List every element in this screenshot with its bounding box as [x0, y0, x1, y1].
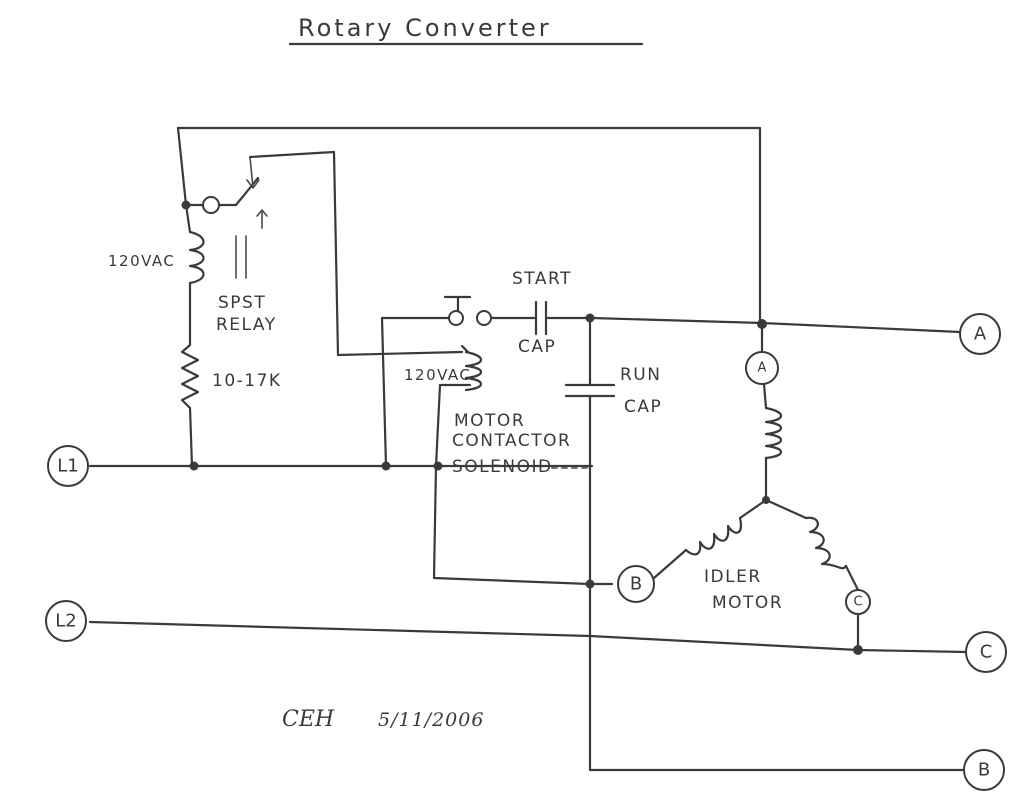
- diagram-title: Rotary Converter: [298, 14, 552, 42]
- svg-text:B: B: [630, 574, 642, 595]
- relay-name-line2: RELAY: [216, 315, 277, 335]
- relay-isolation-lines: [235, 235, 247, 279]
- contactor-line1: MOTOR: [454, 411, 525, 431]
- idler-motor-line2: MOTOR: [712, 593, 783, 613]
- svg-text:L2: L2: [55, 611, 76, 632]
- idler-winding-a: [764, 406, 783, 460]
- terminal-l1: L1: [47, 445, 89, 487]
- motor-terminal-c: C: [845, 589, 871, 615]
- svg-text:C: C: [853, 595, 862, 610]
- idler-winding-c: [804, 516, 848, 570]
- contactor-coil: [460, 344, 483, 392]
- contactor-contacts: [448, 310, 492, 326]
- run-cap-line1: RUN: [620, 365, 661, 385]
- terminal-output-c: C: [965, 631, 1007, 673]
- relay-contact: [202, 196, 220, 214]
- start-cap-line2: CAP: [518, 337, 556, 357]
- contactor-line2: CONTACTOR: [452, 431, 571, 451]
- svg-text:L1: L1: [57, 456, 78, 477]
- svg-text:A: A: [974, 324, 987, 345]
- idler-winding-b: [684, 516, 742, 556]
- svg-text:B: B: [978, 760, 990, 781]
- wiring: [88, 126, 968, 772]
- terminal-output-a: A: [959, 313, 1001, 355]
- relay-coil-voltage: 120VAC: [108, 252, 175, 270]
- run-capacitor: [564, 383, 616, 398]
- terminal-l2: L2: [45, 600, 87, 642]
- svg-text:C: C: [980, 642, 993, 663]
- start-cap-line1: START: [512, 269, 572, 289]
- drawing-date: 5/11/2006: [378, 709, 484, 731]
- author-initials: CEH: [282, 707, 335, 732]
- run-cap-line2: CAP: [624, 397, 662, 417]
- contactor-line3: SOLENOID: [452, 457, 553, 477]
- junction-dots: [181, 200, 863, 655]
- resistor: [180, 343, 200, 410]
- svg-text:A: A: [758, 361, 767, 376]
- start-capacitor: [534, 300, 548, 336]
- relay-coil: [188, 230, 205, 285]
- resistor-value: 10-17K: [212, 371, 282, 391]
- contactor-coil-voltage: 120VAC: [404, 366, 471, 384]
- idler-motor-line1: IDLER: [704, 567, 762, 587]
- motor-terminal-b: B: [617, 565, 655, 603]
- relay-name-line1: SPST: [218, 293, 266, 313]
- motor-terminal-a: A: [745, 351, 779, 385]
- terminal-output-b: B: [963, 749, 1005, 791]
